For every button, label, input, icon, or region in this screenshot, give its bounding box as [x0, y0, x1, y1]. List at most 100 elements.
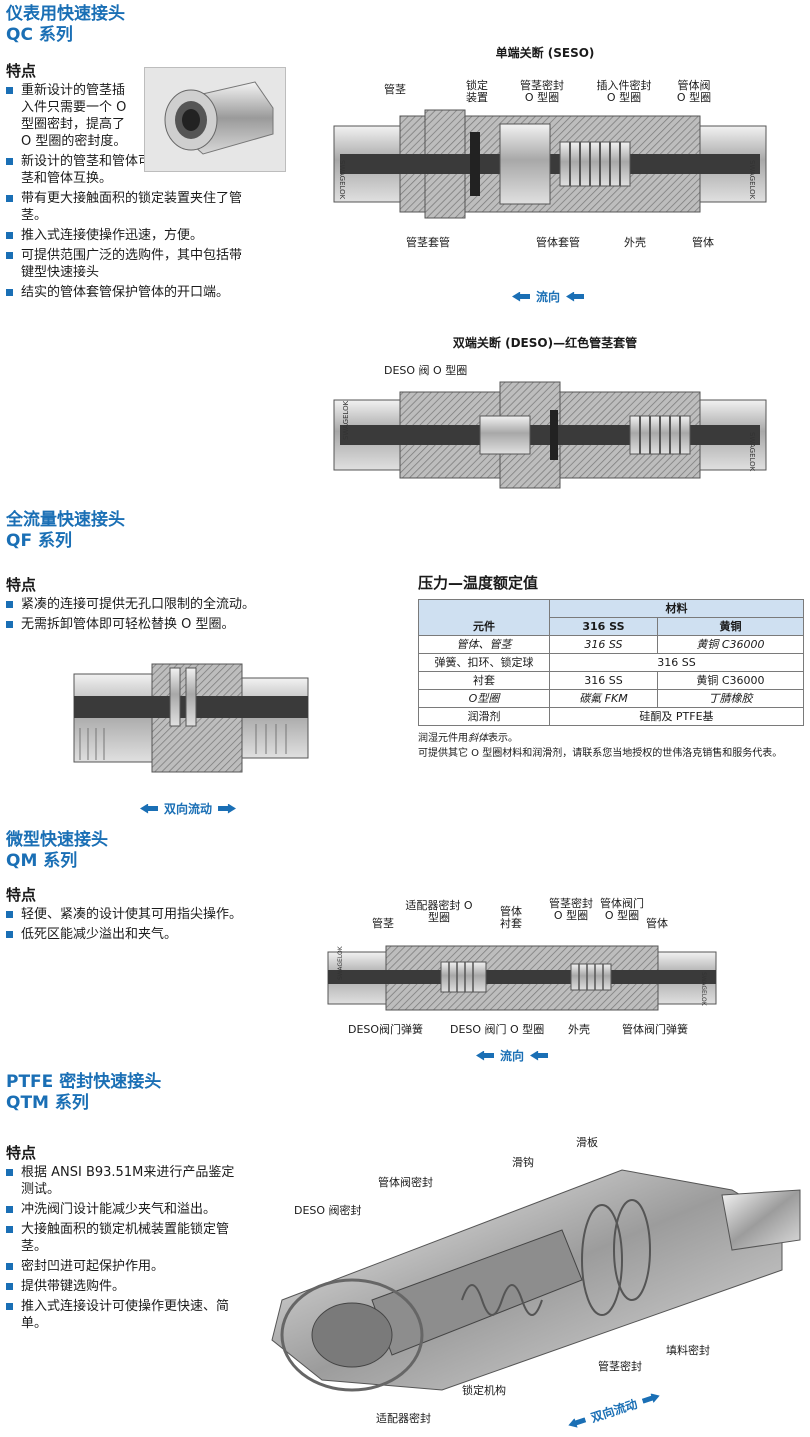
qtm-title-block: PTFE 密封快速接头 QTM 系列	[6, 1072, 161, 1114]
qm-label-stem-seal: 管茎密封 O 型圈	[549, 897, 593, 922]
seso-label-body-sleeve: 管体套管	[536, 236, 580, 249]
qtm-diagram	[271, 1169, 801, 1392]
qf-flow: 双向流动	[140, 800, 237, 817]
qm-label-body-spring: 管体阀门弹簧	[622, 1023, 688, 1036]
qc-feature: 可提供范围广泛的选购件，其中包括带键型快速接头	[6, 247, 246, 281]
seso-label-body: 管体	[692, 236, 714, 249]
qm-features-list: 轻便、紧凑的设计使其可用指尖操作。 低死区能减少溢出和夹气。	[6, 906, 306, 946]
arrow-left-icon	[140, 803, 158, 814]
qtm-label-lock-mech: 锁定机构	[462, 1384, 506, 1397]
qm-flow: 流向	[476, 1047, 549, 1064]
qc-features-heading: 特点	[6, 62, 37, 80]
qtm-label-adapter-seal: 适配器密封	[376, 1412, 431, 1425]
table-row: 衬套 316 SS 黄铜 C36000	[418, 671, 805, 690]
deso-title: 双端关断 (DESO)—红色管茎套管	[452, 336, 638, 350]
qtm-features-heading: 特点	[6, 1144, 37, 1162]
qf-title: 全流量快速接头	[6, 510, 125, 530]
qtm-feature: 提供带键选购件。	[6, 1278, 246, 1295]
qc-feature: 重新设计的管茎插入件只需要一个 O 型圈密封，提高了 O 型圈的密封度。	[6, 82, 131, 150]
arrow-right-icon	[218, 803, 237, 814]
qm-features-heading: 特点	[6, 886, 37, 904]
arrow-left-icon	[512, 291, 530, 302]
qm-label-adapter-seal: 适配器密封 O 型圈	[405, 899, 473, 924]
qm-brand-left: SWAGELOK	[337, 945, 344, 980]
arrow-left-icon	[566, 291, 585, 302]
seso-label-stem: 管茎	[384, 83, 406, 96]
qm-label-deso-spring: DESO阀门弹簧	[348, 1023, 424, 1036]
qtm-label-deso-seal: DESO 阀密封	[294, 1204, 362, 1217]
seso-diagram: SWAGELOK SWAGELOK	[333, 109, 767, 219]
ratings-block: 压力—温度额定值 元件 材料 316 SS 黄铜 管体、管茎 316 SS 黄铜…	[418, 572, 805, 760]
ratings-note-1: 润湿元件用斜体表示。	[418, 733, 518, 744]
arrow-left-icon	[476, 1050, 494, 1061]
qm-diagram: SWAGELOK SWAGELOK	[327, 945, 717, 1011]
ratings-col-material: 材料	[549, 599, 804, 618]
seso-flow-label: 流向	[536, 290, 561, 304]
qtm-label-slide-hook: 滑钩	[512, 1156, 534, 1169]
seso-brand-right: SWAGELOK	[748, 160, 756, 200]
qc-product-photo	[144, 67, 286, 172]
seso-label-stem-sleeve: 管茎套管	[406, 236, 450, 249]
qm-label-body: 管体	[646, 917, 668, 930]
qm-flow-label: 流向	[500, 1049, 525, 1063]
qf-series: QF 系列	[6, 531, 72, 551]
qtm-feature: 推入式连接设计可使操作更快速、简单。	[6, 1298, 246, 1332]
qm-brand-right: SWAGELOK	[700, 972, 707, 1007]
arrow-left-icon	[530, 1050, 549, 1061]
qm-feature: 轻便、紧凑的设计使其可用指尖操作。	[6, 906, 306, 923]
ratings-heading: 压力—温度额定值	[418, 574, 539, 592]
table-row: 管体、管茎 316 SS 黄铜 C36000	[418, 635, 805, 654]
qtm-features-list: 根据 ANSI B93.51M来进行产品鉴定测试。 冲洗阀门设计能减少夹气和溢出…	[6, 1164, 246, 1335]
qtm-title: PTFE 密封快速接头	[6, 1072, 162, 1092]
qf-diagram	[73, 663, 309, 773]
qtm-feature: 密封凹进可起保护作用。	[6, 1258, 246, 1275]
deso-label-valve: DESO 阀 O 型圈	[384, 364, 468, 377]
qc-feature: 带有更大接触面积的锁定装置夹住了管茎。	[6, 190, 246, 224]
ratings-col-component: 元件	[418, 599, 550, 636]
qtm-label-stem-seal: 管茎密封	[598, 1360, 642, 1373]
arrow-right-icon	[641, 1391, 661, 1406]
seso-label-locking: 锁定装置	[466, 79, 488, 104]
qc-title-block: 仪表用快速接头 QC 系列	[6, 4, 125, 46]
qm-label-body-valve: 管体阀门 O 型圈	[600, 897, 644, 922]
deso-brand-left: SWAGELOK	[342, 400, 350, 440]
qm-label-stem: 管茎	[372, 917, 394, 930]
ratings-table: 元件 材料 316 SS 黄铜 管体、管茎 316 SS 黄铜 C36000 弹…	[418, 599, 805, 726]
qc-feature: 推入式连接使操作迅速，方便。	[6, 227, 246, 244]
qm-label-body-bushing: 管体衬套	[500, 905, 522, 930]
qm-series: QM 系列	[6, 851, 78, 871]
seso-label-stem-seal: 管茎密封 O 型圈	[520, 79, 564, 104]
qf-feature: 无需拆卸管体即可轻松替换 O 型圈。	[6, 616, 306, 633]
table-row: 弹簧、扣环、锁定球 316 SS	[418, 653, 804, 672]
qc-series: QC 系列	[6, 25, 73, 45]
seso-label-shell: 外壳	[624, 236, 646, 249]
qtm-label-slider: 滑板	[576, 1136, 598, 1149]
qtm-feature: 大接触面积的锁定机械装置能锁定管茎。	[6, 1221, 246, 1255]
qf-title-block: 全流量快速接头 QF 系列	[6, 510, 125, 552]
ratings-col-brass: 黄铜	[656, 617, 805, 636]
qm-title-block: 微型快速接头 QM 系列	[6, 830, 108, 872]
seso-label-insert-seal: 插入件密封 O 型圈	[596, 79, 652, 104]
qm-label-deso-oring: DESO 阀门 O 型圈	[450, 1023, 545, 1036]
seso-title: 单端关断 (SESO)	[495, 46, 595, 60]
qc-title: 仪表用快速接头	[6, 4, 125, 24]
qm-feature: 低死区能减少溢出和夹气。	[6, 926, 306, 943]
qtm-series: QTM 系列	[6, 1093, 89, 1113]
qtm-feature: 根据 ANSI B93.51M来进行产品鉴定测试。	[6, 1164, 246, 1198]
seso-brand-left: SWAGELOK	[338, 160, 346, 200]
qtm-label-body-valve-seal: 管体阀密封	[378, 1176, 433, 1189]
table-row: 润滑剂 硅酮及 PTFE基	[418, 707, 804, 726]
qtm-label-packing-seal: 填料密封	[666, 1344, 710, 1357]
seso-label-body-valve: 管体阀 O 型圈	[676, 79, 712, 104]
ratings-note-2: 可提供其它 O 型圈材料和润滑剂，请联系您当地授权的世伟洛克销售和服务代表。	[418, 748, 783, 759]
qm-title: 微型快速接头	[6, 830, 108, 850]
arrow-left-icon	[567, 1415, 587, 1430]
ratings-col-ss: 316 SS	[549, 617, 658, 636]
qf-features-list: 紧凑的连接可提供无孔口限制的全流动。 无需拆卸管体即可轻松替换 O 型圈。	[6, 596, 306, 636]
qf-flow-label: 双向流动	[164, 802, 213, 816]
table-row: O型圈 碳氟 FKM 丁腈橡胶	[418, 689, 805, 708]
qc-features-list: 重新设计的管茎插入件只需要一个 O 型圈密封，提高了 O 型圈的密封度。 新设计…	[6, 82, 246, 304]
qm-label-shell: 外壳	[568, 1023, 590, 1036]
deso-diagram: SWAGELOK SWAGELOK	[333, 381, 767, 489]
qf-feature: 紧凑的连接可提供无孔口限制的全流动。	[6, 596, 306, 613]
